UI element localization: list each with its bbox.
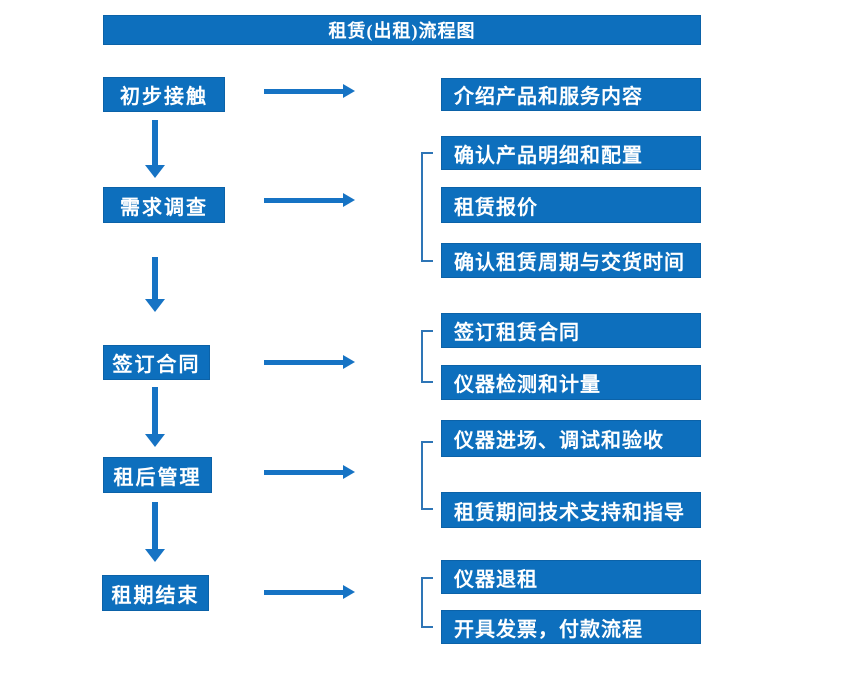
step-sign-contract: 签订合同 [103,345,210,380]
arrow-shaft [152,257,158,299]
arrow-down-icon [145,120,165,178]
arrow-right-icon [264,84,355,98]
detail-rental-quote: 租赁报价 [441,187,701,223]
arrow-head [343,465,355,479]
arrow-shaft [264,88,343,94]
flowchart-title: 租赁(出租)流程图 [103,15,701,45]
step-post-rental-management: 租后管理 [103,457,212,493]
detail-instrument-entry-debug-acceptance: 仪器进场、调试和验收 [441,420,701,457]
arrow-head [343,585,355,599]
step-initial-contact: 初步接触 [103,77,225,112]
detail-introduce-products-services: 介绍产品和服务内容 [441,78,701,111]
arrow-shaft [264,589,343,595]
arrow-head [343,84,355,98]
arrow-head [145,165,165,178]
arrow-shaft [152,120,158,165]
detail-instrument-testing-metering: 仪器检测和计量 [441,365,701,400]
arrow-shaft [264,197,343,203]
arrow-down-icon [145,502,165,562]
detail-invoice-payment-process: 开具发票，付款流程 [441,610,701,644]
arrow-right-icon [264,465,355,479]
arrow-head [145,549,165,562]
detail-confirm-product-config: 确认产品明细和配置 [441,136,701,170]
arrow-shaft [152,387,158,434]
arrow-head [343,355,355,369]
arrow-right-icon [264,585,355,599]
arrow-down-icon [145,387,165,447]
step-rental-end: 租期结束 [102,575,209,611]
arrow-shaft [152,502,158,549]
step-demand-survey: 需求调查 [103,187,225,223]
detail-confirm-period-delivery: 确认租赁周期与交货时间 [441,243,701,278]
detail-sign-rental-contract: 签订租赁合同 [441,313,701,348]
arrow-head [343,193,355,207]
detail-instrument-return: 仪器退租 [441,560,701,594]
detail-technical-support-guidance: 租赁期间技术支持和指导 [441,492,701,528]
group-bracket [421,441,433,510]
arrow-head [145,299,165,312]
arrow-shaft [264,469,343,475]
arrow-down-icon [145,257,165,312]
arrow-right-icon [264,355,355,369]
arrow-head [145,434,165,447]
arrow-right-icon [264,193,355,207]
group-bracket [421,577,433,628]
group-bracket [421,330,433,383]
group-bracket [421,152,433,262]
arrow-shaft [264,359,343,365]
